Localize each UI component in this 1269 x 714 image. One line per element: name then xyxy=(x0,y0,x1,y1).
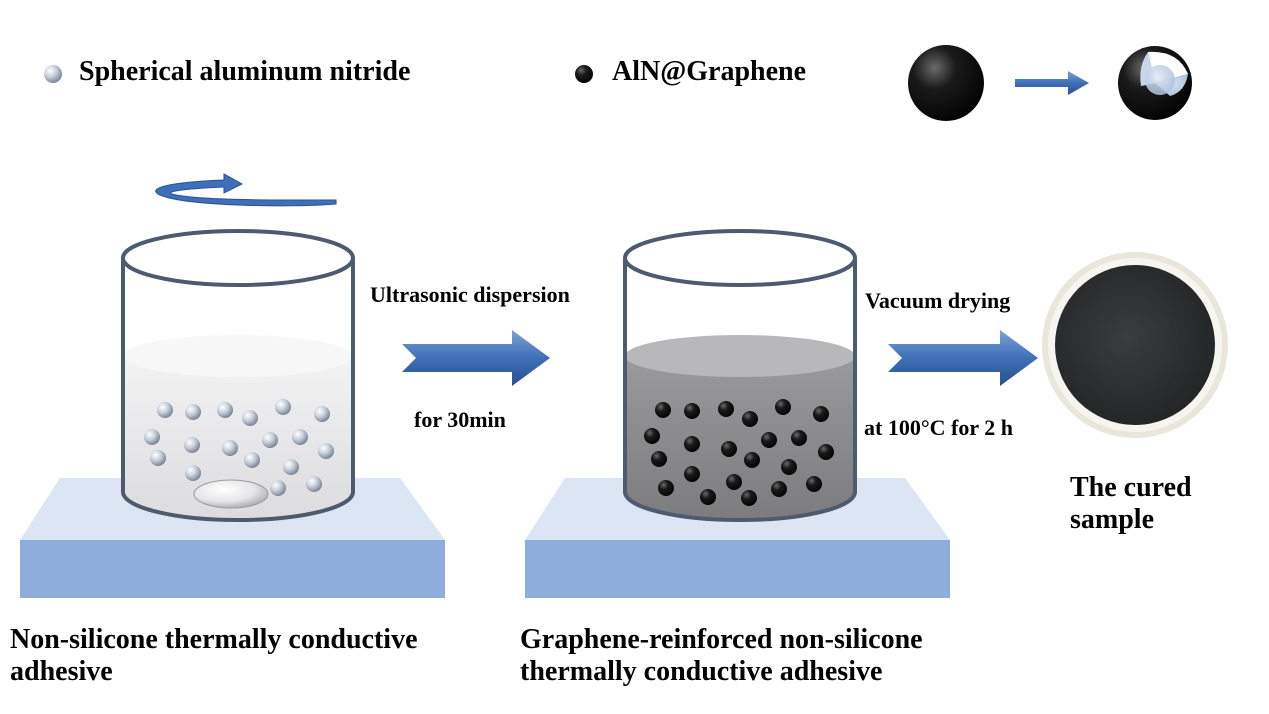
beaker-1 xyxy=(121,229,355,522)
beaker2-caption: Graphene-reinforced non-silicone thermal… xyxy=(520,624,923,688)
aln-graphene-legend-sphere-icon xyxy=(575,65,593,83)
beaker1-caption-line2: adhesive xyxy=(10,656,113,688)
step2-method-label: Vacuum drying xyxy=(865,288,1011,313)
step1-time-label: for 30min xyxy=(414,407,506,432)
process-arrow-2 xyxy=(888,330,1038,386)
aln-graphene-particles xyxy=(644,399,834,506)
coated-sphere-icon xyxy=(908,45,984,121)
aln-legend-sphere-icon xyxy=(44,65,62,83)
step1-method-label: Ultrasonic dispersion xyxy=(370,282,570,307)
legend-aln-label: Spherical aluminum nitride xyxy=(79,56,411,87)
sample-caption-line2: sample xyxy=(1070,504,1154,536)
beaker1-caption: Non-silicone thermally conductive adhesi… xyxy=(10,624,418,688)
beaker2-caption-line2: thermally conductive adhesive xyxy=(520,656,883,688)
schematic-arrow-icon xyxy=(1015,71,1089,95)
legend xyxy=(44,65,593,83)
rotation-arrow-icon xyxy=(155,173,337,207)
sample-caption-line1: The cured xyxy=(1070,472,1192,503)
beaker-2 xyxy=(623,229,857,522)
cured-sample-photo xyxy=(1042,252,1228,438)
aln-particles xyxy=(144,399,334,496)
legend-aln-graphene-label: AlN@Graphene xyxy=(612,56,807,87)
beaker1-caption-line1: Non-silicone thermally conductive xyxy=(10,624,418,655)
beaker2-caption-line1: Graphene-reinforced non-silicone xyxy=(520,624,923,655)
coating-schematic xyxy=(908,45,1192,121)
process-arrow-1 xyxy=(402,330,550,386)
stir-bar xyxy=(193,479,269,509)
sample-caption: The cured sample xyxy=(1070,472,1192,536)
cutaway-sphere-icon xyxy=(1118,46,1192,120)
step2-condition-label: at 100°C for 2 h xyxy=(864,415,1013,440)
